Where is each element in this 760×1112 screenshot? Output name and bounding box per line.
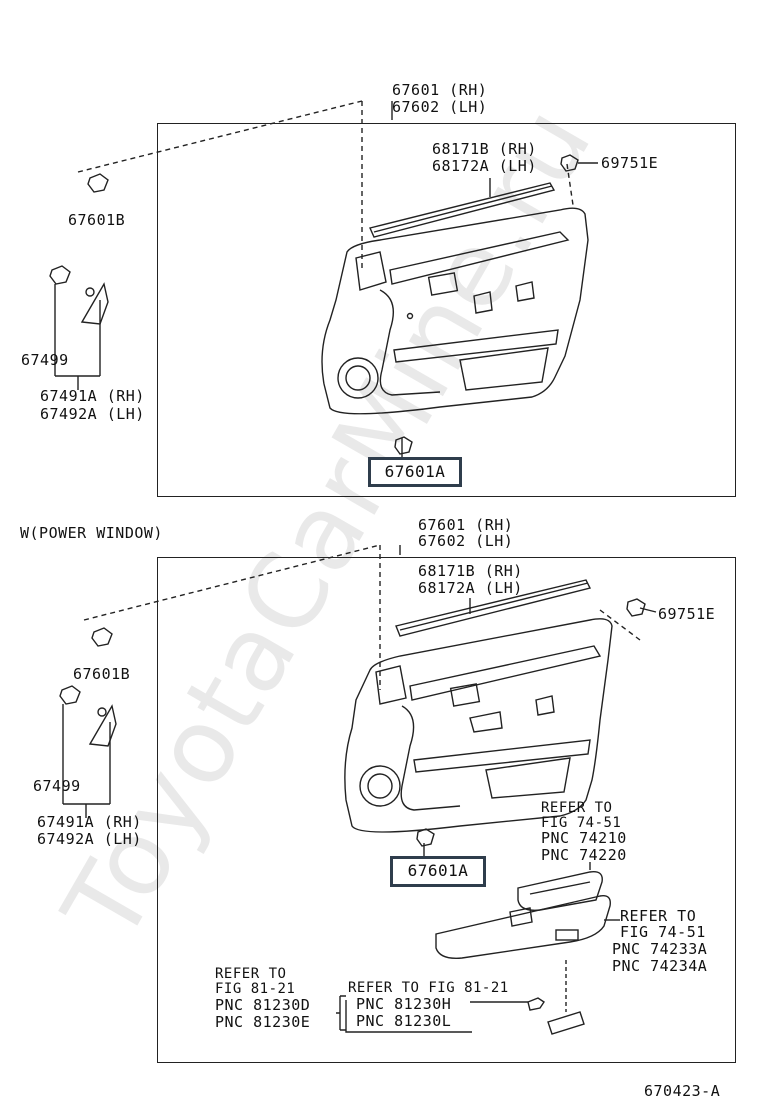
- ref2-line1: REFER TO: [620, 907, 697, 925]
- ref3-line1: REFER TO: [215, 966, 287, 982]
- top-panel-rh-label: 67601 (RH): [392, 81, 488, 99]
- bottom-bracket-screw-label: 67499: [33, 777, 81, 795]
- ref-pnc-81230h: PNC 81230H: [356, 995, 452, 1013]
- ref-pnc-81230l: PNC 81230L: [356, 1012, 452, 1030]
- top-panel-lh-label: 67602 (LH): [392, 98, 488, 116]
- bottom-strip-rh-label: 68171B (RH): [418, 562, 523, 580]
- bottom-cover-rh-label: 67491A (RH): [37, 813, 142, 831]
- ref3-line2: FIG 81-21: [215, 981, 296, 997]
- power-window-section-label: W(POWER WINDOW): [20, 524, 163, 542]
- top-bracket-screw-label: 67499: [21, 351, 69, 369]
- ref4-line1: REFER TO FIG 81-21: [348, 980, 509, 996]
- ref-pnc-74233a: PNC 74233A: [612, 940, 708, 958]
- ref-pnc-81230e: PNC 81230E: [215, 1013, 311, 1031]
- top-highlighted-part-67601a[interactable]: 67601A: [368, 457, 462, 487]
- ref-pnc-81230d: PNC 81230D: [215, 996, 311, 1014]
- bottom-clip-right-label: 69751E: [658, 605, 716, 623]
- bottom-panel-rh-label: 67601 (RH): [418, 516, 514, 534]
- ref-74-51-line2: FIG 74-51: [541, 815, 622, 831]
- ref-pnc-74220: PNC 74220: [541, 846, 627, 864]
- bottom-panel-lh-label: 67602 (LH): [418, 532, 514, 550]
- ref-74-51-line1: REFER TO: [541, 800, 613, 816]
- ref2-line2: FIG 74-51: [620, 923, 706, 941]
- top-clip-left-label: 67601B: [68, 211, 126, 229]
- bottom-strip-lh-label: 68172A (LH): [418, 579, 523, 597]
- top-cover-lh-label: 67492A (LH): [40, 405, 145, 423]
- top-strip-rh-label: 68171B (RH): [432, 140, 537, 158]
- top-cover-rh-label: 67491A (RH): [40, 387, 145, 405]
- top-strip-lh-label: 68172A (LH): [432, 157, 537, 175]
- bottom-clip-left-label: 67601B: [73, 665, 131, 683]
- ref-pnc-74234a: PNC 74234A: [612, 957, 708, 975]
- ref-pnc-74210: PNC 74210: [541, 829, 627, 847]
- top-diagram-frame: [157, 123, 736, 497]
- figure-code: 670423-A: [644, 1082, 721, 1100]
- bottom-highlighted-part-67601a[interactable]: 67601A: [390, 856, 486, 887]
- top-clip-right-label: 69751E: [601, 154, 659, 172]
- bottom-cover-lh-label: 67492A (LH): [37, 830, 142, 848]
- bottom-diagram-frame: [157, 557, 736, 1063]
